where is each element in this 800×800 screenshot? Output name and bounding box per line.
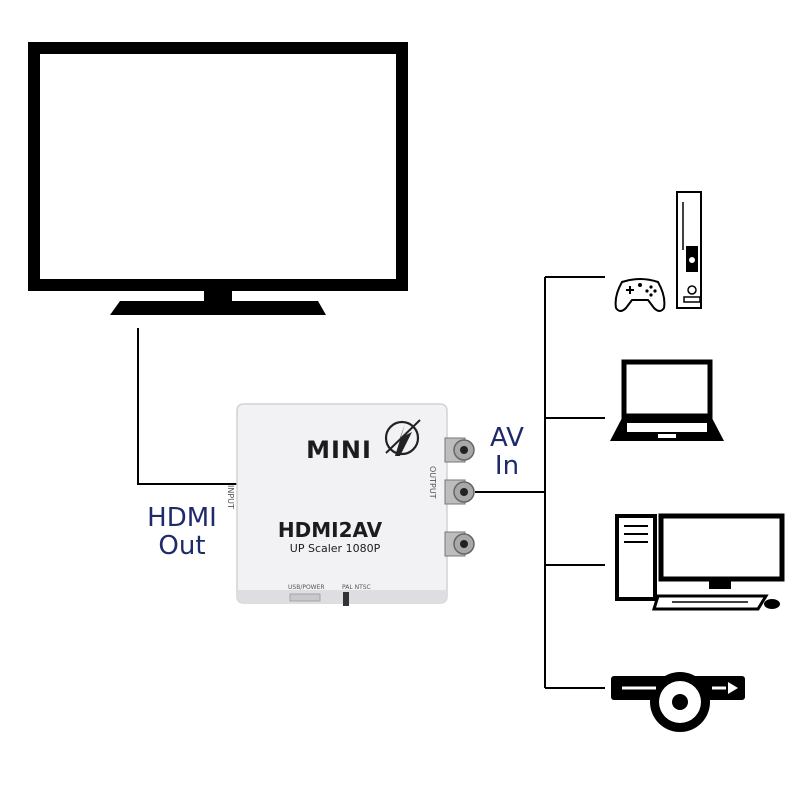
desktop-computer-icon bbox=[615, 513, 785, 611]
av-in-label-line1: AV bbox=[490, 423, 524, 453]
av-cable-bus bbox=[475, 276, 605, 689]
converter-switch-label: PAL NTSC bbox=[342, 584, 371, 591]
converter-subtitle: UP Scaler 1080P bbox=[289, 542, 381, 555]
rca-jack-middle bbox=[444, 479, 475, 505]
hdmi-out-label: HDMI Out bbox=[132, 504, 232, 560]
lightning-logo-icon bbox=[384, 419, 421, 456]
av-in-label: AV In bbox=[474, 424, 540, 480]
av-in-label-line2: In bbox=[494, 451, 520, 481]
rca-jack-bottom bbox=[444, 531, 475, 557]
converter-output-label: OUTPUT bbox=[428, 466, 437, 499]
converter-box bbox=[236, 403, 448, 606]
hdmi-cable bbox=[137, 328, 240, 485]
rca-jack-top bbox=[444, 437, 475, 463]
tv-icon bbox=[28, 42, 408, 315]
converter-usb-label: USB/POWER bbox=[288, 584, 325, 591]
converter-model: HDMI2AV bbox=[277, 518, 383, 542]
hdmi-out-label-line2: Out bbox=[158, 531, 206, 561]
hdmi-out-label-line1: HDMI bbox=[147, 503, 217, 533]
game-console-icon bbox=[614, 191, 702, 312]
projector-icon bbox=[611, 672, 745, 752]
converter-brand: MINI bbox=[306, 436, 372, 464]
laptop-icon bbox=[610, 359, 724, 441]
